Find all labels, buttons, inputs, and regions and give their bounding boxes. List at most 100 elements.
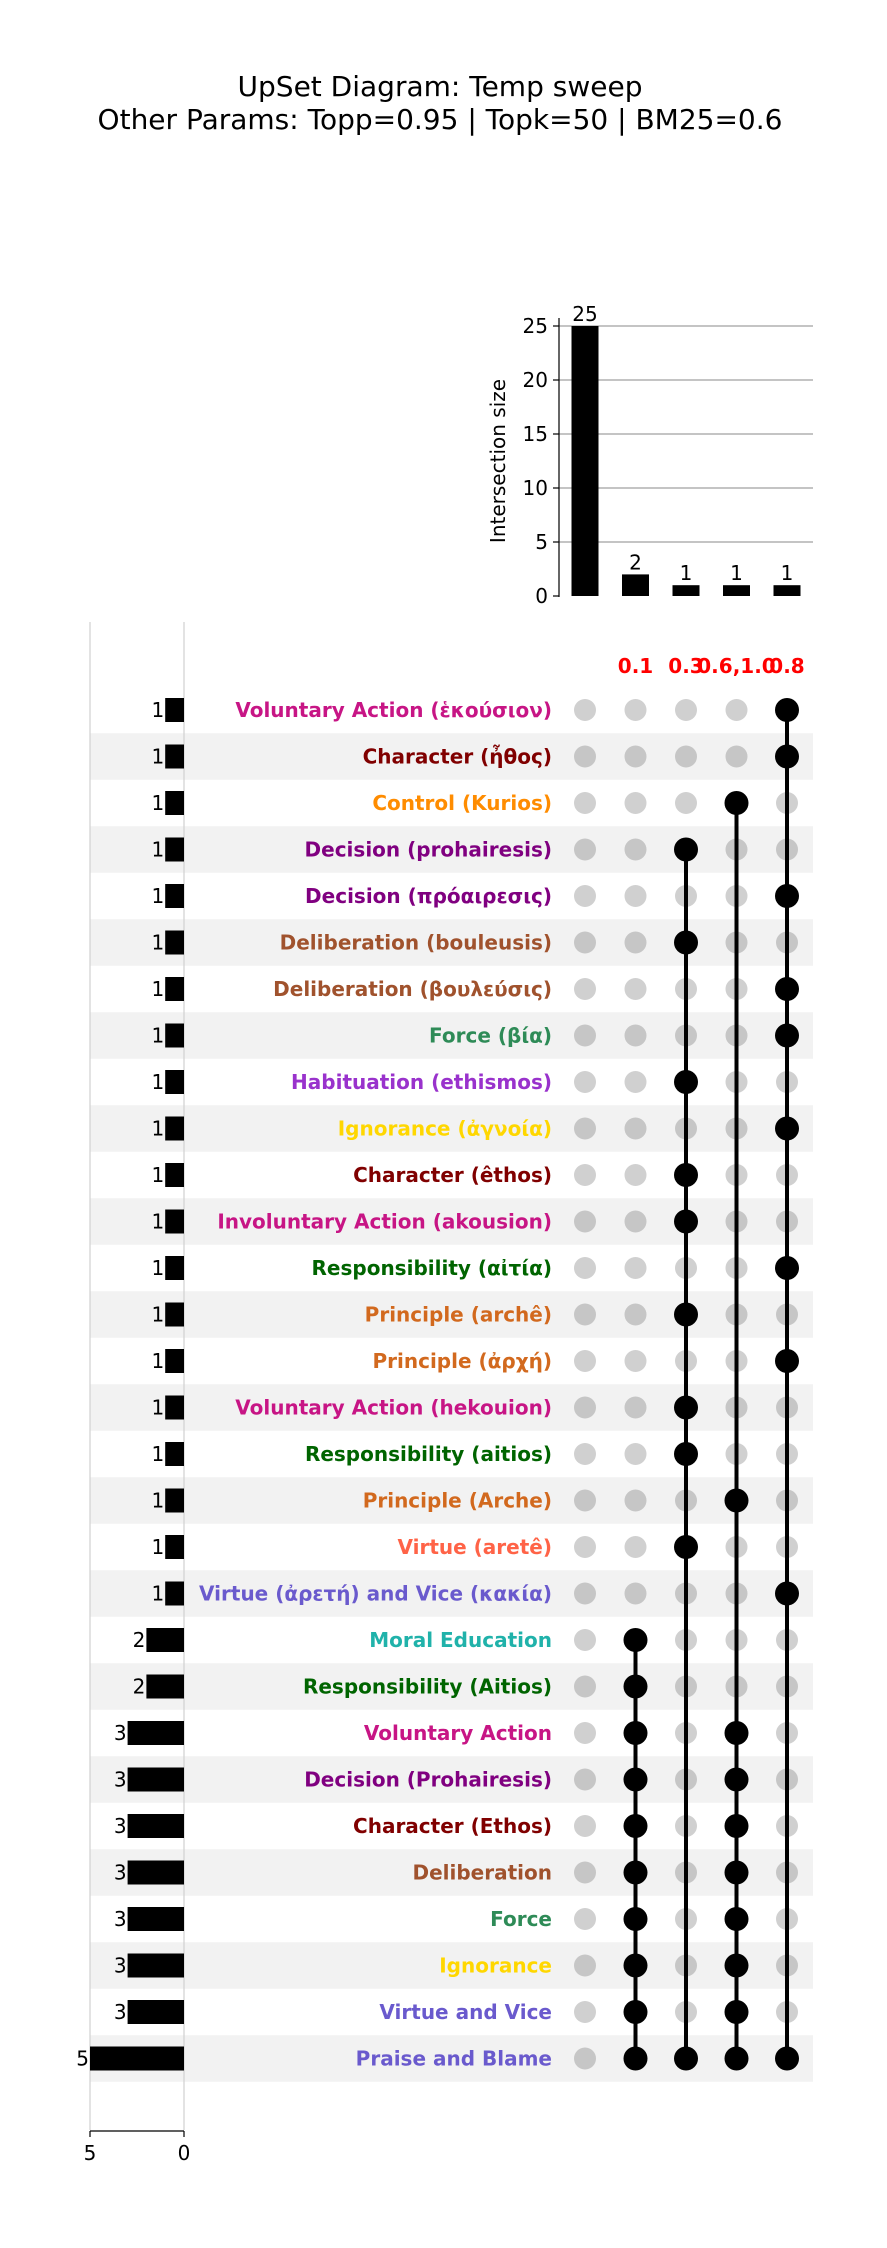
set-size-bar [165, 1256, 184, 1280]
matrix-dot-inactive [574, 931, 596, 954]
set-size-bar [165, 1209, 184, 1234]
matrix-dot-active [724, 791, 749, 815]
set-size-bar [165, 1395, 184, 1420]
matrix-dot-inactive [574, 1024, 596, 1047]
matrix-dot-active [623, 2046, 648, 2071]
set-size-bar [165, 1163, 184, 1187]
matrix-dot-inactive [574, 1303, 596, 1326]
matrix-dot-inactive [574, 745, 596, 768]
set-size-value: 1 [151, 1582, 164, 1606]
matrix-dot-inactive [624, 1024, 647, 1047]
matrix-dot-inactive [574, 1071, 596, 1093]
y-tick-label: 0 [535, 584, 548, 608]
intersection-bar-value: 1 [730, 561, 743, 585]
matrix-dot-inactive [574, 1582, 596, 1605]
matrix-dot-inactive [574, 1722, 596, 1744]
matrix-dot-active [674, 837, 698, 862]
set-size-bar [165, 1442, 184, 1466]
matrix-dot-active [674, 1535, 698, 1559]
intersection-column-label: 0.8 [769, 654, 804, 678]
set-size-bar [127, 1907, 184, 1931]
matrix-dot-active [674, 1163, 698, 1187]
matrix-dot-active [674, 1395, 698, 1420]
set-label: Involuntary Action (akousion) [217, 1210, 552, 1234]
matrix-dot-inactive [574, 792, 596, 814]
set-label: Force (βία) [429, 1024, 552, 1048]
matrix-dot-inactive [574, 1675, 596, 1698]
matrix-dot-active [724, 1814, 749, 1838]
matrix-dot-inactive [574, 1815, 596, 1837]
matrix-dot-active [623, 1628, 648, 1652]
set-label: Voluntary Action (hekouion) [235, 1396, 552, 1420]
set-size-value: 3 [114, 2000, 127, 2024]
set-size-value: 5 [76, 2047, 89, 2071]
intersection-bar-value: 2 [629, 550, 642, 574]
set-size-value: 1 [151, 1303, 164, 1327]
matrix-dot-inactive [574, 2001, 596, 2023]
set-label: Principle (ἀρχή) [372, 1349, 552, 1373]
y-tick-label: 15 [523, 422, 548, 446]
set-label: Voluntary Action [364, 1721, 552, 1745]
set-label: Voluntary Action (ἑκούσιον) [235, 698, 552, 722]
set-label: Deliberation (bouleusis) [280, 931, 552, 955]
set-size-bar [127, 1860, 184, 1885]
set-size-value: 1 [151, 838, 164, 862]
x-tick-label: 0 [178, 2141, 191, 2165]
set-size-bar [165, 930, 184, 955]
set-label: Virtue (ἀρετή) and Vice (κακία) [199, 1582, 552, 1606]
set-label: Responsibility (Aitios) [303, 1675, 552, 1699]
matrix-dot-active [674, 1302, 698, 1327]
set-size-value: 1 [151, 931, 164, 955]
matrix-dot-active [775, 977, 799, 1001]
matrix-dot-active [775, 1023, 799, 1048]
matrix-dot-inactive [624, 931, 647, 954]
set-label: Virtue and Vice [379, 2000, 552, 2024]
matrix-dot-active [775, 1256, 799, 1280]
set-size-bar [165, 977, 184, 1001]
matrix-dot-inactive [574, 1443, 596, 1465]
matrix-dot-inactive [624, 1536, 647, 1558]
set-size-value: 1 [151, 1396, 164, 1420]
set-label: Ignorance [439, 1954, 552, 1978]
matrix-dot-inactive [624, 1164, 647, 1186]
matrix-dot-inactive [624, 792, 647, 814]
matrix-dot-active [623, 2000, 648, 2024]
intersection-bar-value: 1 [781, 561, 794, 585]
set-size-value: 3 [114, 1861, 127, 1885]
matrix-dot-active [724, 1860, 749, 1885]
chart-title-line2: Other Params: Topp=0.95 | Topk=50 | BM25… [98, 103, 783, 136]
matrix-dot-inactive [624, 1489, 647, 1512]
y-tick-label: 5 [535, 530, 548, 554]
set-label: Control (Kurios) [372, 791, 552, 815]
set-size-value: 1 [151, 1256, 164, 1280]
y-tick-label: 10 [523, 476, 548, 500]
intersection-bar [723, 585, 750, 596]
set-size-value: 3 [114, 1954, 127, 1978]
set-size-bar [165, 1488, 184, 1513]
set-label: Responsibility (αἰτία) [312, 1256, 552, 1280]
set-label: Virtue (aretê) [397, 1535, 552, 1559]
set-label: Moral Education [369, 1628, 552, 1652]
intersection-bar-value: 25 [572, 302, 597, 326]
set-size-value: 1 [151, 1070, 164, 1094]
matrix-dot-inactive [624, 1350, 647, 1372]
matrix-dot-inactive [624, 838, 647, 861]
set-size-value: 1 [151, 1489, 164, 1513]
matrix-dot-inactive [624, 1210, 647, 1233]
chart-title-line1: UpSet Diagram: Temp sweep [238, 70, 643, 103]
matrix-dot-inactive [574, 2047, 596, 2070]
set-label: Praise and Blame [356, 2047, 552, 2071]
matrix-dot-active [724, 1953, 749, 1978]
set-size-value: 1 [151, 1535, 164, 1559]
matrix-dot-active [724, 1907, 749, 1931]
membership-matrix [574, 698, 799, 2071]
matrix-dot-inactive [624, 978, 647, 1000]
matrix-dot-active [775, 884, 799, 908]
matrix-dot-active [775, 744, 799, 769]
matrix-dot-inactive [624, 699, 647, 721]
set-size-bar [127, 1767, 184, 1792]
matrix-dot-inactive [725, 745, 748, 768]
matrix-dot-inactive [574, 838, 596, 861]
